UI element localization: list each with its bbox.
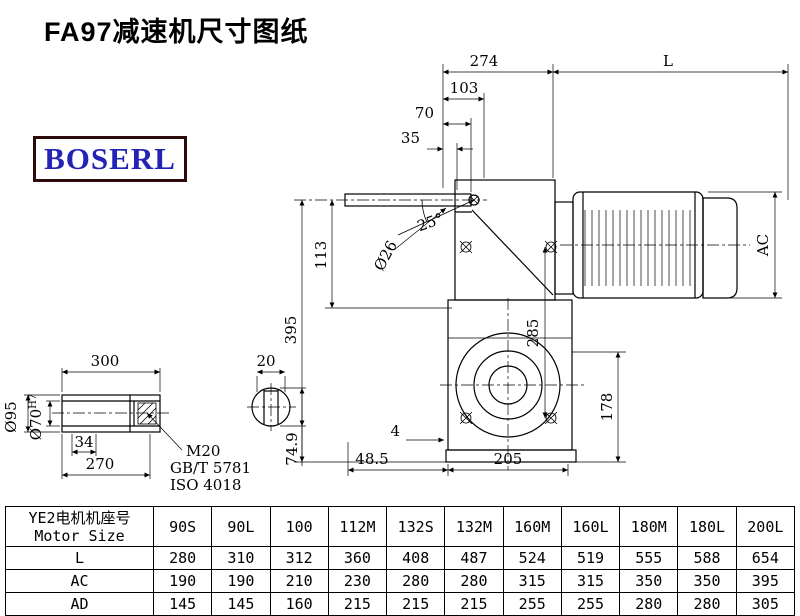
table-cell: 215 <box>386 592 446 616</box>
table-cell: 519 <box>560 546 621 570</box>
table-cell: 215 <box>327 592 388 616</box>
dim-4-label: 4 <box>390 422 400 440</box>
shaft-detail-view <box>61 394 161 433</box>
table-cell: 255 <box>560 592 621 616</box>
page-title: FA97减速机尺寸图纸 <box>44 17 309 47</box>
table-row-label: AC <box>5 569 154 593</box>
technical-drawing: 274 L 103 70 35 25° Ø26 113 395 285 AC 1… <box>2 52 789 494</box>
dimension-labels: 274 L 103 70 35 25° Ø26 113 395 285 AC 1… <box>2 52 772 494</box>
table-cell: 315 <box>502 569 562 593</box>
table-cell: 350 <box>619 569 679 593</box>
table-cell: 312 <box>269 546 329 570</box>
table-cell: 315 <box>560 569 621 593</box>
table-col-header: 132S <box>386 506 446 547</box>
table-col-header: 180L <box>677 506 737 547</box>
dim-74_9-label: 74.9 <box>283 432 301 465</box>
table-col-header: 100 <box>269 506 329 547</box>
dim-395-label: 395 <box>282 316 300 345</box>
dimension-table: YE2电机机座号 Motor Size 90S 90L 100 112M 132… <box>5 506 796 616</box>
thread-m20-label: M20 <box>186 442 220 460</box>
dim-dia26-label: Ø26 <box>370 238 401 274</box>
table-cell: 280 <box>444 569 504 593</box>
table-cell: 210 <box>269 569 329 593</box>
dim-103-label: 103 <box>450 79 479 97</box>
shaft-end-view <box>251 387 291 427</box>
dim-300-label: 300 <box>91 352 120 370</box>
dim-205-label: 205 <box>494 450 523 468</box>
table-row-AC: AC 190 190 210 230 280 280 315 315 350 3… <box>5 569 796 593</box>
dim-178-label: 178 <box>598 393 616 422</box>
table-cell: 280 <box>677 592 737 616</box>
dim-25deg-label: 25° <box>415 209 446 235</box>
table-cell: 350 <box>677 569 737 593</box>
extension-lines <box>24 64 789 479</box>
housing-bottom <box>447 299 573 451</box>
table-cell: 524 <box>502 546 562 570</box>
dim-113-label: 113 <box>312 241 330 270</box>
table-col-header: 90L <box>211 506 271 547</box>
table-col-header: 160M <box>502 506 562 547</box>
table-cell: 145 <box>211 592 271 616</box>
table-cell: 215 <box>444 592 504 616</box>
table-cell: 310 <box>211 546 271 570</box>
table-col-header: 90S <box>152 506 213 547</box>
dim-274-label: 274 <box>470 52 499 70</box>
motor-size-label-cn: YE2电机机座号 <box>28 509 131 527</box>
table-col-header: 200L <box>735 506 796 547</box>
fan-cowl <box>702 197 738 299</box>
table-cell: 255 <box>502 592 562 616</box>
table-cell: 588 <box>677 546 737 570</box>
table-cell: 555 <box>619 546 679 570</box>
dim-285-label: 285 <box>524 319 542 348</box>
table-row-label: AD <box>5 592 154 616</box>
table-header-row: YE2电机机座号 Motor Size 90S 90L 100 112M 132… <box>5 506 796 547</box>
table-cell: 280 <box>152 546 213 570</box>
table-header-motor-size: YE2电机机座号 Motor Size <box>5 506 154 547</box>
base-plate <box>445 449 577 463</box>
dim-34-label: 34 <box>74 433 93 451</box>
table-cell: 160 <box>269 592 329 616</box>
motor-fins <box>584 210 691 286</box>
motor-flange <box>554 201 574 295</box>
table-cell: 360 <box>327 546 388 570</box>
dim-48_5-label: 48.5 <box>355 450 388 468</box>
table-cell: 190 <box>211 569 271 593</box>
brand-logo-text: BOSERL <box>44 141 176 176</box>
table-cell: 305 <box>735 592 796 616</box>
dim-70-label: 70 <box>415 104 434 122</box>
table-col-header: 112M <box>327 506 388 547</box>
standard-gbt-label: GB/T 5781 <box>170 459 251 477</box>
table-cell: 654 <box>735 546 796 570</box>
standard-iso-label: ISO 4018 <box>170 476 241 494</box>
dim-20-label: 20 <box>256 352 275 370</box>
centerlines <box>52 199 750 470</box>
dim-L-label: L <box>663 52 673 70</box>
table-cell: 408 <box>386 546 446 570</box>
dim-35-label: 35 <box>401 129 420 147</box>
table-row-AD: AD 145 145 160 215 215 215 255 255 280 2… <box>5 592 796 616</box>
brand-logo: BOSERL <box>33 136 187 182</box>
table-cell: 487 <box>444 546 504 570</box>
table-col-header: 132M <box>444 506 504 547</box>
table-row-L: L 280 310 312 360 408 487 524 519 555 58… <box>5 546 796 570</box>
table-row-label: L <box>5 546 154 570</box>
table-col-header: 180M <box>619 506 679 547</box>
table-cell: 395 <box>735 569 796 593</box>
motor-size-label-en: Motor Size <box>34 527 125 545</box>
table-cell: 230 <box>327 569 388 593</box>
table-cell: 280 <box>619 592 679 616</box>
dim-AC-label: AC <box>754 234 772 257</box>
bolt-hatch <box>137 402 157 425</box>
dim-dia95-label: Ø95 <box>2 401 20 432</box>
table-cell: 280 <box>386 569 446 593</box>
dim-dia70h7-label: Ø70H7 <box>27 394 45 440</box>
dim-270-label: 270 <box>86 455 115 473</box>
table-cell: 145 <box>152 592 213 616</box>
table-col-header: 160L <box>560 506 621 547</box>
table-cell: 190 <box>152 569 213 593</box>
